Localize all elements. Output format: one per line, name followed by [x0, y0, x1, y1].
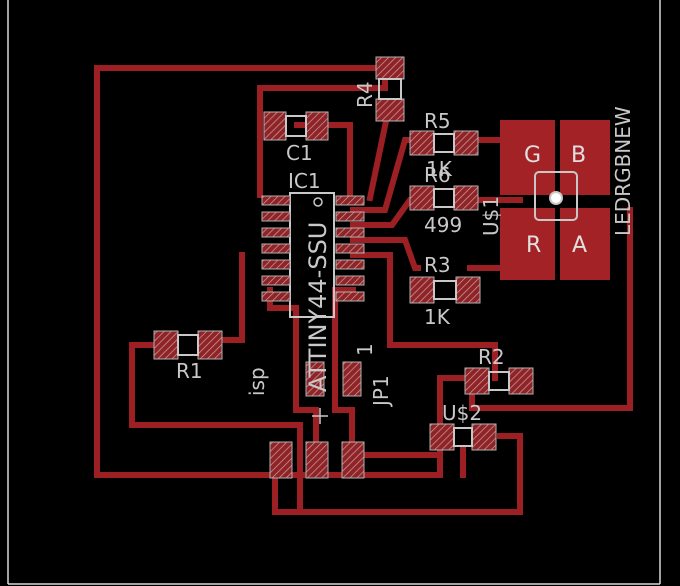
label-r2: R2 — [478, 345, 505, 369]
chip-ic1 — [261, 192, 365, 318]
isp-connector — [269, 441, 365, 479]
capacitor-c1 — [263, 111, 329, 141]
label-r3: R3 — [424, 253, 451, 277]
label-r4: R4 — [353, 81, 377, 108]
led-label-a: A — [572, 233, 587, 258]
led-pad-b — [560, 120, 610, 195]
label-ic1: IC1 — [288, 169, 321, 193]
label-jp1: JP1 — [369, 375, 393, 408]
board-outline — [7, 0, 661, 585]
resistor-r1 — [153, 330, 223, 360]
label-r6-value: 499 — [424, 213, 462, 237]
label-r3-value: 1K — [424, 305, 451, 329]
led-label-r: R — [526, 233, 541, 258]
resistor-r6 — [409, 185, 479, 211]
label-ic1-part: ATTINY44-SSU — [304, 222, 332, 392]
led-rgb-footprint: G B R A — [500, 120, 610, 280]
label-r5-value: 1K — [426, 157, 453, 181]
label-u1: U$1 — [479, 196, 503, 236]
label-r5: R5 — [424, 109, 451, 133]
part-u2 — [429, 423, 497, 451]
header-jp1 — [305, 361, 362, 424]
label-led: LEDRGBNEW — [611, 106, 635, 236]
led-pad-g — [500, 120, 555, 195]
label-r6: R6 — [424, 163, 451, 187]
led-label-g: G — [524, 143, 541, 168]
resistor-r5 — [409, 130, 479, 156]
led-label-b: B — [571, 143, 586, 168]
led-center-mark — [549, 191, 563, 205]
resistor-r4 — [375, 56, 405, 122]
resistor-r2 — [464, 367, 534, 395]
silkscreen-labels: R4 R5 1K R6 499 C1 IC1 ATTINY44-SSU R3 1… — [176, 81, 635, 425]
label-isp: isp — [245, 367, 269, 396]
label-jp1-pin: 1 — [353, 343, 377, 356]
resistor-r3 — [409, 276, 481, 304]
label-u2: U$2 — [442, 401, 482, 425]
label-c1: C1 — [286, 141, 313, 165]
label-r1: R1 — [176, 359, 203, 383]
